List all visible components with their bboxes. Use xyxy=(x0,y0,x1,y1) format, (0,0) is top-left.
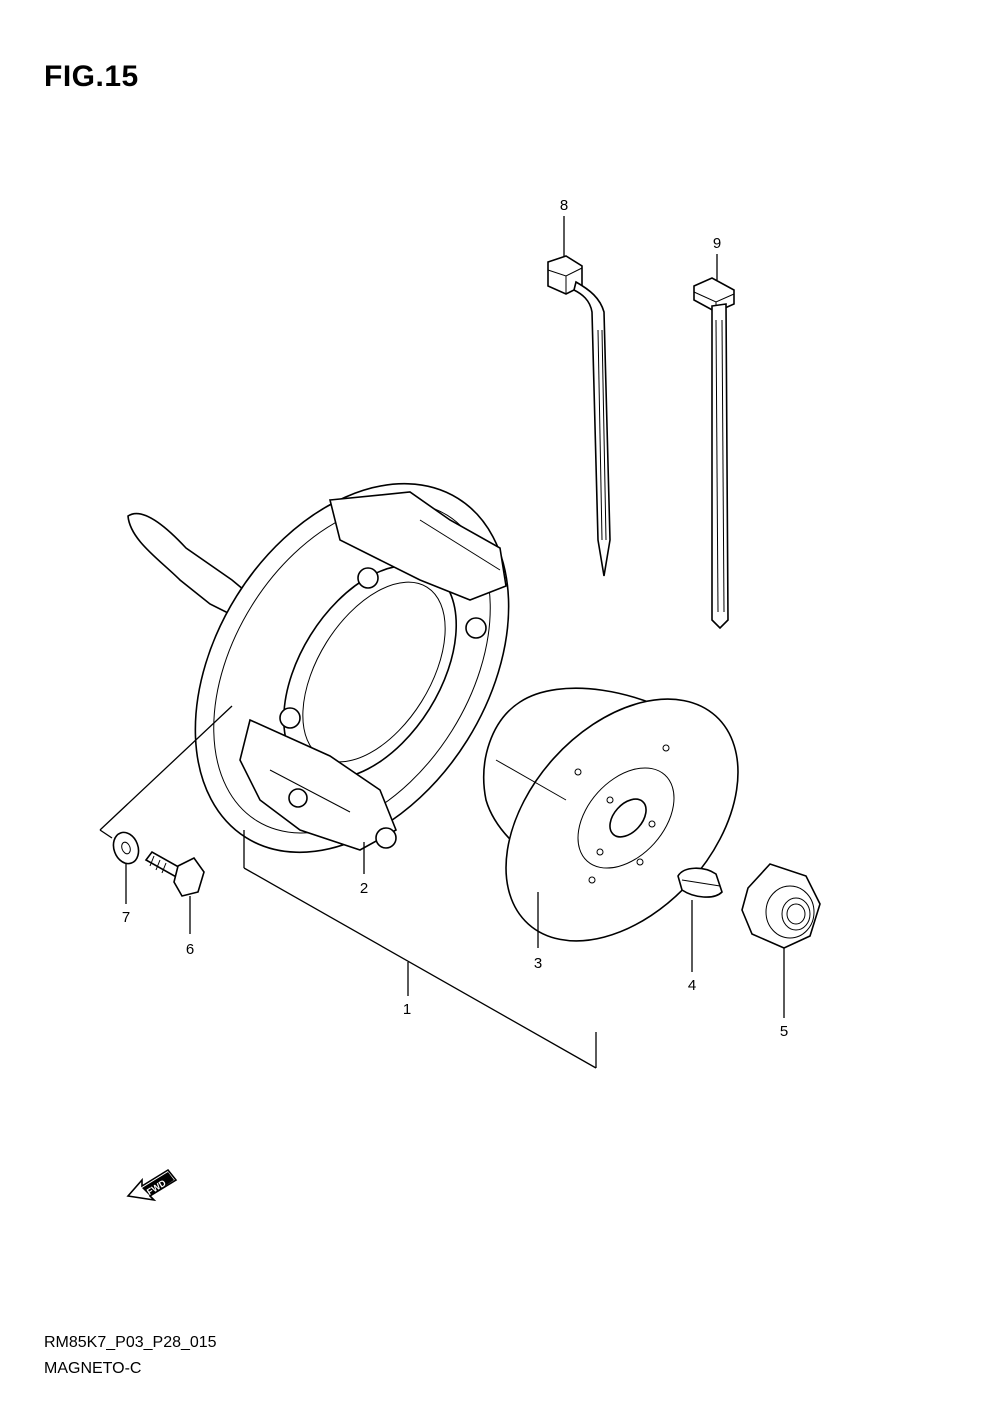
callout-2: 2 xyxy=(360,880,368,897)
callout-numbers: 1 2 3 4 5 6 7 8 9 xyxy=(122,197,788,1040)
rotor-drawing xyxy=(482,687,739,942)
forward-arrow-icon: FWD xyxy=(126,1168,178,1202)
callout-6: 6 xyxy=(186,941,194,958)
clamp-9-drawing xyxy=(693,277,735,630)
callout-5: 5 xyxy=(780,1023,788,1040)
callout-8: 8 xyxy=(560,197,568,214)
stator-drawing xyxy=(127,482,510,854)
washer-drawing xyxy=(112,831,140,865)
section-name: MAGNETO-C xyxy=(44,1360,142,1377)
clamp-8-drawing xyxy=(547,255,611,577)
model-code: RM85K7_P03_P28_015 xyxy=(44,1334,217,1351)
callout-1: 1 xyxy=(403,1001,411,1018)
bolt-drawing xyxy=(144,850,205,897)
nut-drawing xyxy=(741,863,821,949)
key-drawing xyxy=(677,867,723,898)
callout-7: 7 xyxy=(122,909,130,926)
figure-title: FIG.15 xyxy=(44,60,139,93)
leader-lines xyxy=(99,216,785,1069)
callout-3: 3 xyxy=(534,955,542,972)
callout-9: 9 xyxy=(713,235,721,252)
callout-4: 4 xyxy=(688,977,696,994)
